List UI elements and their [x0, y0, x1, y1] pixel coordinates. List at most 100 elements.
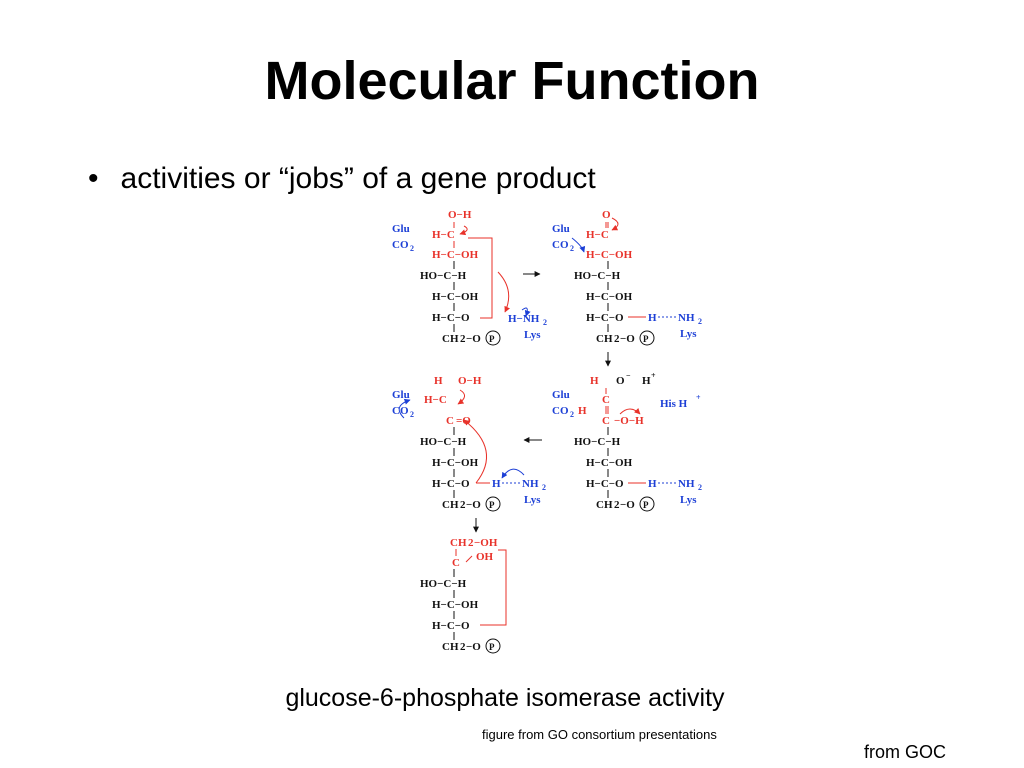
label-hcoh-4: H−C−OH: [586, 291, 633, 303]
label-nh2-3: NH: [522, 478, 539, 490]
svg-text:−O−H: −O−H: [614, 415, 644, 427]
label-glu: Glu: [392, 223, 410, 235]
label-lys-2: Lys: [680, 328, 697, 340]
label-oh-3: OH: [476, 551, 494, 563]
structure-5: CH 2 −OH C OH HO−C−H H−C−OH H−C−O CH 2 −…: [420, 537, 507, 654]
label-hoch-2: HO−C−H: [574, 270, 621, 282]
phosphate-icon: P: [489, 334, 495, 344]
svg-text:2: 2: [460, 333, 466, 345]
svg-text:2: 2: [698, 483, 702, 492]
label-nh2-2: NH: [678, 478, 695, 490]
label-c-3: C: [446, 415, 454, 427]
svg-text:2: 2: [410, 410, 414, 419]
svg-text:2: 2: [614, 333, 620, 345]
label-hoch-4: HO−C−H: [420, 436, 467, 448]
figure-caption: glucose-6-phosphate isomerase activity: [285, 684, 725, 712]
svg-text:−: −: [626, 371, 631, 380]
svg-text:−O: −O: [466, 641, 481, 653]
label-nh2: NH: [678, 312, 695, 324]
svg-text:+: +: [696, 393, 701, 402]
label-ch2o-2: CH: [596, 333, 613, 345]
label-hco-5: H−C−O: [432, 620, 470, 632]
label-hoch-5: HO−C−H: [420, 578, 467, 590]
label-glu-4: Glu: [392, 389, 410, 401]
svg-text:2: 2: [698, 317, 702, 326]
structure-3: H O − H + His H + C C −O−H HO−C−H H−C−OH…: [552, 371, 702, 512]
svg-text:−O: −O: [620, 499, 635, 511]
label-hnh2: H−NH: [508, 313, 540, 325]
svg-text:2: 2: [543, 318, 547, 327]
label-ch2o-5: CH: [442, 641, 459, 653]
label-hco-4: H−C−O: [432, 478, 470, 490]
svg-text:+: +: [651, 371, 656, 380]
svg-text:2: 2: [460, 641, 466, 653]
label-hcoh-3: H−C−OH: [586, 249, 633, 261]
label-ch2o-3: CH: [596, 499, 613, 511]
label-co2-2: CO: [552, 239, 569, 251]
svg-text:=O: =O: [456, 415, 471, 427]
label-o-2: O: [616, 375, 625, 387]
label-his: His H: [660, 398, 688, 410]
label-glu-3: Glu: [552, 389, 570, 401]
label-c-4: C: [452, 557, 460, 569]
reaction-mechanism-diagram: O−H H−C H−C−OH HO−C−H H−C−OH H−C−O CH 2 …: [392, 209, 702, 654]
label-hcoh-6: H−C−OH: [432, 457, 479, 469]
label-lys-4: Lys: [524, 494, 541, 506]
svg-text:H: H: [578, 405, 587, 417]
label-o: O: [602, 209, 611, 221]
label-co2: CO: [392, 239, 409, 251]
label-hc: H−C: [432, 229, 455, 241]
label-h-5: H: [434, 375, 443, 387]
label-h: H: [648, 312, 657, 324]
label-c: C: [602, 394, 610, 406]
label-lys: Lys: [524, 329, 541, 341]
bullet-marker: •: [88, 162, 99, 195]
label-hcoh: H−C−OH: [432, 249, 479, 261]
label-co2-3: CO: [552, 405, 569, 417]
svg-text:2: 2: [570, 410, 574, 419]
svg-text:2: 2: [614, 499, 620, 511]
svg-text:2: 2: [570, 244, 574, 253]
label-c-2: C: [602, 415, 610, 427]
phosphate-icon-5: P: [489, 642, 495, 652]
structure-4: H O−H H−C C =O HO−C−H H−C−OH H−C−O CH 2 …: [392, 375, 546, 512]
label-hc-3: H−C: [424, 394, 447, 406]
label-h-6: H: [492, 478, 501, 490]
slide-title: Molecular Function: [264, 51, 760, 111]
label-hco-2: H−C−O: [586, 312, 624, 324]
svg-text:2: 2: [542, 483, 546, 492]
label-co2-4: CO: [392, 405, 409, 417]
label-ch2oh: CH: [450, 537, 467, 549]
label-hc-2: H−C: [586, 229, 609, 241]
label-h-2: H: [590, 375, 599, 387]
phosphate-icon-3: P: [643, 500, 649, 510]
structure-2: O H−C H−C−OH HO−C−H H−C−OH H−C−O CH 2 −O…: [552, 209, 702, 346]
label-oh-2: O−H: [458, 375, 482, 387]
svg-text:2: 2: [410, 244, 414, 253]
svg-text:−O: −O: [466, 499, 481, 511]
label-hoch: HO−C−H: [420, 270, 467, 282]
structure-1: O−H H−C H−C−OH HO−C−H H−C−OH H−C−O CH 2 …: [392, 209, 547, 346]
label-hoch-3: HO−C−H: [574, 436, 621, 448]
svg-text:2: 2: [460, 499, 466, 511]
label-hcoh-2: H−C−OH: [432, 291, 479, 303]
label-oh: O−H: [448, 209, 472, 221]
label-h-3: H: [642, 375, 651, 387]
bullet-item: • activities or “jobs” of a gene product: [88, 162, 596, 196]
label-glu-2: Glu: [552, 223, 570, 235]
label-ch2o: CH: [442, 333, 459, 345]
figure-credit: figure from GO consortium presentations: [482, 727, 717, 742]
label-ch2o-4: CH: [442, 499, 459, 511]
phosphate-icon-2: P: [643, 334, 649, 344]
label-hcoh-5: H−C−OH: [586, 457, 633, 469]
label-h-4: H: [648, 478, 657, 490]
bullet-text: activities or “jobs” of a gene product: [120, 162, 596, 195]
source-note: from GOC: [864, 742, 947, 762]
label-hco: H−C−O: [432, 312, 470, 324]
phosphate-icon-4: P: [489, 500, 495, 510]
svg-text:−O: −O: [620, 333, 635, 345]
label-lys-3: Lys: [680, 494, 697, 506]
label-hco-3: H−C−O: [586, 478, 624, 490]
label-hcoh-7: H−C−OH: [432, 599, 479, 611]
svg-text:−OH: −OH: [474, 537, 498, 549]
